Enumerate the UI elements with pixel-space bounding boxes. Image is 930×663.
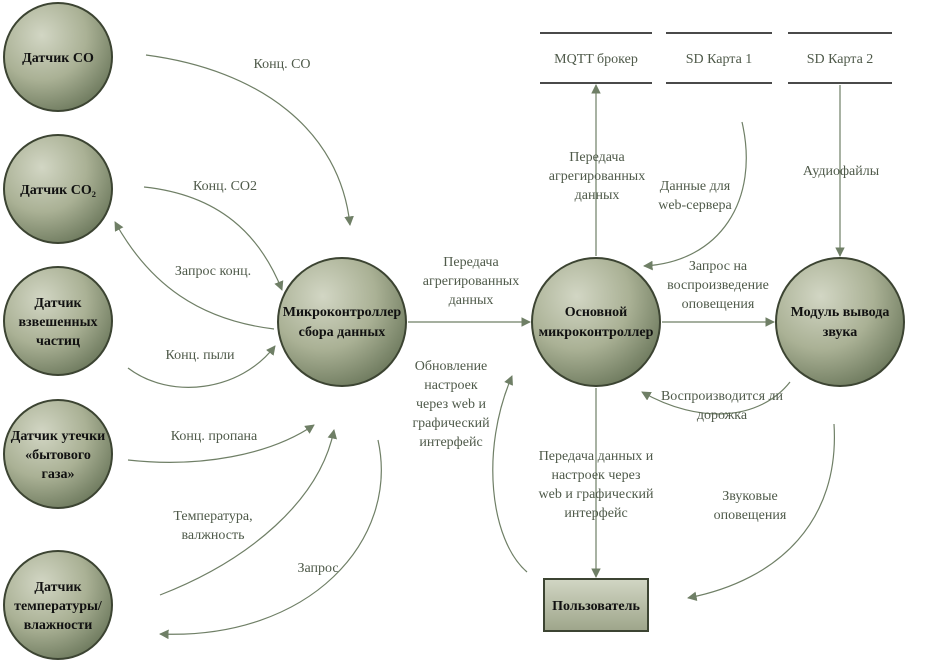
flow-web-server-data-label-1: Данные для <box>660 179 731 194</box>
flow-is-playing-label-2: дорожка <box>697 408 748 423</box>
node-sound-module: Модуль вывода звука <box>775 257 905 387</box>
flow-transfer-aggregated-label-3: данных <box>449 293 494 308</box>
node-collector-mcu: Микроконтроллер сбора данных <box>277 257 407 387</box>
store-sd2-label: SD Карта 2 <box>807 52 874 67</box>
flow-transfer-to-user-label-2: настроек через <box>551 468 641 483</box>
flow-is-playing-label-1: Воспроизводится ли <box>661 389 784 404</box>
flow-web-server-data-label-2: web-сервера <box>658 198 732 213</box>
flow-conc-dust-arrow <box>127 345 276 388</box>
flow-conc-propane-label: Конц. пропана <box>171 429 258 444</box>
node-sensor-particles-line-1: Датчик <box>34 296 82 311</box>
flow-settings-update-label-4: графический <box>412 416 490 431</box>
node-sound-module-line-1: Модуль вывода <box>791 305 890 320</box>
node-sensor-co-label: Датчик CO <box>22 51 94 66</box>
flow-transfer-aggregated-mqtt-label-3: данных <box>575 188 620 203</box>
store-sd1-label: SD Карта 1 <box>686 52 753 67</box>
flow-transfer-to-user-label-1: Передача данных и <box>539 449 654 464</box>
node-sensor-co: Датчик CO <box>3 2 113 112</box>
flow-conc-co2-arrow <box>143 186 284 291</box>
node-sensor-temp-line-2: температуры/ <box>14 599 103 614</box>
flow-settings-update-label-3: через web и <box>416 397 486 412</box>
node-sensor-temp-line-1: Датчик <box>34 580 82 595</box>
flow-temp-humidity-label-1: Температура, <box>173 509 252 524</box>
flow-request-arrow <box>159 439 382 640</box>
flow-sound-alerts-arrow <box>687 423 835 602</box>
node-sensor-gas-line-3: газа» <box>42 467 75 482</box>
flow-request-label: Запрос <box>297 561 338 576</box>
flow-conc-dust-label: Конц. пыли <box>165 348 235 363</box>
node-sensor-gas-line-1: Датчик утечки <box>11 429 105 444</box>
flow-transfer-to-user-label-4: интерфейс <box>564 506 627 521</box>
flow-temp-humidity-arrow <box>159 429 338 596</box>
node-collector-mcu-line-1: Микроконтроллер <box>283 305 402 320</box>
store-mqtt-label: MQTT брокер <box>554 52 638 67</box>
flow-request-conc-label: Запрос конц. <box>175 264 251 279</box>
flow-transfer-aggregated-mqtt-label-1: Передача <box>569 150 625 165</box>
flow-temp-humidity-label-2: валжность <box>182 528 245 543</box>
node-sound-module-line-2: звука <box>823 325 858 340</box>
store-mqtt: MQTT брокер <box>540 32 652 84</box>
flow-settings-update-label-1: Обновление <box>415 359 488 374</box>
node-sensor-gas: Датчик утечки «бытового газа» <box>3 399 113 509</box>
flow-settings-update-label-2: настроек <box>424 378 478 393</box>
flow-is-playing-arrow <box>641 381 791 415</box>
node-sensor-particles-line-3: частиц <box>36 334 80 349</box>
flow-request-conc-arrow <box>114 221 275 330</box>
node-main-mcu-line-2: микроконтроллер <box>539 325 654 340</box>
flow-play-request-label-2: воспроизведение <box>667 278 769 293</box>
node-sensor-co2-label: Датчик CO₂ <box>20 183 96 198</box>
flow-sound-alerts-label-2: оповещения <box>714 508 787 523</box>
flow-play-request-label-3: оповещения <box>682 297 755 312</box>
flow-web-server-data-arrow <box>643 121 747 271</box>
flow-transfer-to-user-label-3: web и графический <box>539 487 654 502</box>
flow-conc-co2-label: Конц. CO2 <box>193 179 257 194</box>
node-user-label: Пользователь <box>552 599 640 614</box>
flow-settings-update-arrow <box>492 375 528 573</box>
flow-sound-alerts-label-1: Звуковые <box>722 489 777 504</box>
node-sensor-co2: Датчик CO₂ <box>3 134 113 244</box>
node-sensor-particles: Датчик взвешенных частиц <box>3 266 113 376</box>
store-sd2: SD Карта 2 <box>788 32 892 84</box>
node-user: Пользователь <box>543 578 649 632</box>
node-main-mcu-line-1: Основной <box>565 305 628 320</box>
flow-transfer-aggregated-label-2: агрегированных <box>423 274 519 289</box>
node-main-mcu: Основной микроконтроллер <box>531 257 661 387</box>
node-sensor-particles-line-2: взвешенных <box>18 315 97 330</box>
flow-conc-co-label: Конц. CO <box>253 57 310 72</box>
flow-conc-co-arrow <box>145 54 354 226</box>
flow-play-request-label-1: Запрос на <box>689 259 748 274</box>
flow-transfer-aggregated-mqtt-label-2: агрегированных <box>549 169 645 184</box>
store-sd1: SD Карта 1 <box>666 32 772 84</box>
flow-transfer-aggregated-label-1: Передача <box>443 255 499 270</box>
node-sensor-temp-line-3: влажности <box>24 618 93 633</box>
flow-conc-propane-arrow <box>127 424 315 463</box>
node-sensor-gas-line-2: «бытового <box>25 448 91 463</box>
node-sensor-temp: Датчик температуры/ влажности <box>3 550 113 660</box>
flow-settings-update-label-5: интерфейс <box>419 435 482 450</box>
node-collector-mcu-line-2: сбора данных <box>299 325 386 340</box>
flow-audio-files-label: Аудиофайлы <box>803 164 880 179</box>
